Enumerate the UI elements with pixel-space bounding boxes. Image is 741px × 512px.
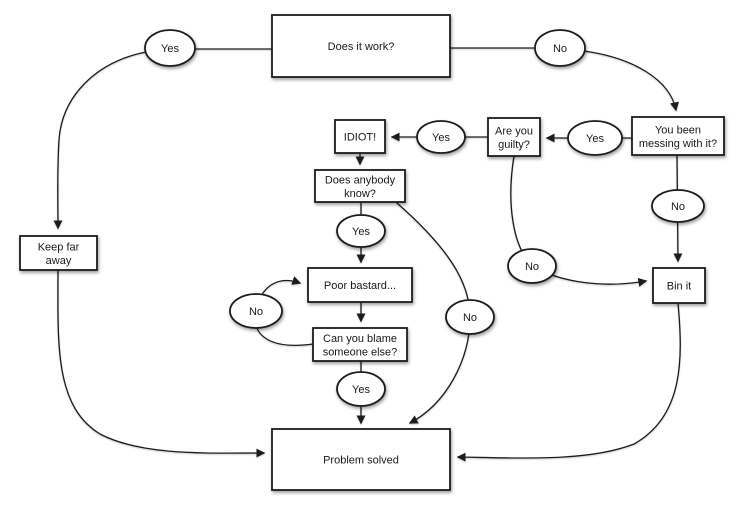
node-idiot: IDIOT!: [334, 119, 386, 154]
node-problem-solved: Problem solved: [271, 428, 451, 491]
process-box-shape: [631, 116, 725, 156]
connector-ellipse-shape: [651, 189, 705, 223]
node-yes-messing-guilty: Yes: [567, 120, 623, 156]
process-box-shape: [271, 14, 451, 78]
node-label: No: [553, 43, 567, 55]
node-no-blame-loop: No: [229, 293, 283, 329]
node-label: Yes: [161, 43, 179, 55]
process-box-shape: [19, 235, 98, 271]
node-label: Yes: [352, 226, 370, 238]
process-box-shape: [314, 169, 406, 203]
node-poor-bastard: Poor bastard...: [307, 267, 413, 303]
process-box-shape: [334, 119, 386, 154]
edge-no-to-messing: [583, 50, 679, 112]
connector-ellipse-shape: [445, 299, 495, 335]
node-yes-know: Yes: [336, 214, 386, 248]
node-label: No: [525, 261, 539, 273]
node-label: IDIOT!: [344, 132, 376, 144]
node-label: Problem solved: [323, 455, 399, 467]
node-label: Yes: [432, 132, 450, 144]
node-yes-guilty-idiot: Yes: [416, 120, 466, 154]
node-label: No: [463, 312, 477, 324]
node-no-messing-bin: No: [651, 189, 705, 223]
node-label: Yes: [352, 384, 370, 396]
node-does-it-work: Does it work?: [271, 14, 451, 78]
node-yes-top-left: Yes: [144, 29, 196, 67]
edge-keepaway-to-solved: [57, 269, 266, 458]
connector-ellipse-shape: [416, 120, 466, 154]
connector-ellipse-shape: [229, 293, 283, 329]
edge-bin-to-solved: [456, 302, 681, 462]
node-label: Bin it: [667, 281, 691, 293]
node-label: Does it work?: [328, 41, 395, 53]
process-box-shape: [307, 267, 413, 303]
node-no-top: No: [534, 29, 586, 67]
edge-yes-to-keepaway: [53, 51, 147, 230]
process-box-shape: [271, 428, 451, 491]
node-label: No: [671, 201, 685, 213]
process-box-shape: [312, 327, 408, 362]
node-label: Yes: [586, 133, 604, 145]
connector-ellipse-shape: [144, 29, 196, 67]
node-no-know-solved: No: [445, 299, 495, 335]
node-yes-blame: Yes: [336, 371, 386, 407]
connector-ellipse-shape: [534, 29, 586, 67]
connector-ellipse-shape: [336, 214, 386, 248]
node-no-guilty-bin: No: [507, 248, 557, 284]
node-label: Poor bastard...: [324, 280, 396, 292]
node-bin-it: Bin it: [652, 267, 706, 304]
connector-ellipse-shape: [336, 371, 386, 407]
connector-ellipse-shape: [507, 248, 557, 284]
connector-ellipse-shape: [567, 120, 623, 156]
process-box-shape: [487, 117, 541, 157]
node-label: No: [249, 306, 263, 318]
process-box-shape: [652, 267, 706, 304]
